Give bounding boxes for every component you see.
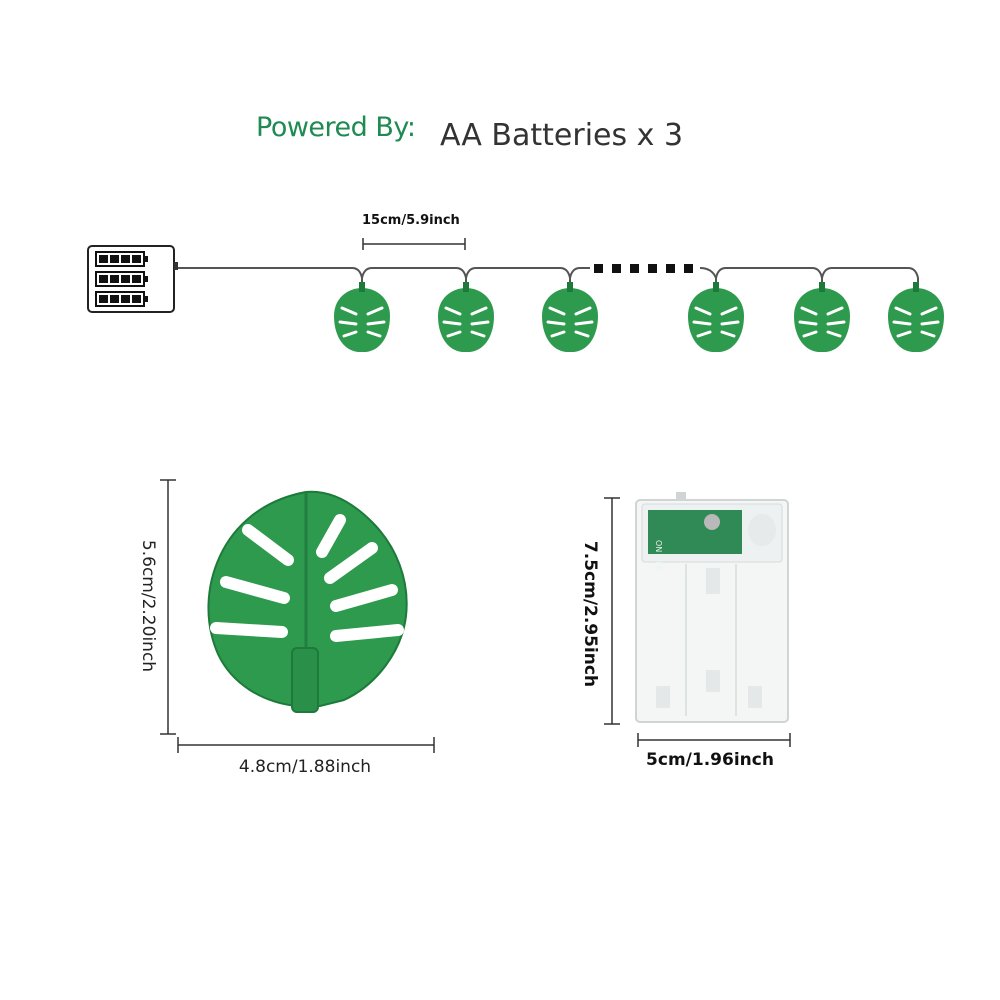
box-width-label: 5cm/1.96inch	[646, 750, 774, 770]
leaf-height-dimension-line	[160, 479, 176, 735]
powered-by-label: Powered By:	[256, 112, 416, 143]
leaf-light-6	[886, 280, 946, 354]
continuation-dots	[594, 264, 693, 273]
power-source-value: AA Batteries x 3	[440, 118, 684, 153]
leaf-light-5	[792, 280, 852, 354]
spacing-dimension-line	[362, 238, 466, 250]
leaf-width-label: 4.8cm/1.88inch	[238, 757, 372, 777]
large-leaf-icon	[207, 490, 408, 713]
leaf-light-4	[686, 280, 746, 354]
leaf-light-2	[436, 280, 496, 354]
leaf-light-1	[332, 280, 392, 354]
battery-pack-icon	[87, 245, 178, 313]
battery-box-image	[635, 492, 789, 723]
leaf-width-dimension-line	[177, 737, 435, 753]
box-width-dimension-line	[637, 733, 791, 747]
leaf-height-label: 5.6cm/2.20inch	[138, 539, 158, 673]
spacing-dimension-label: 15cm/5.9inch	[362, 213, 460, 228]
box-height-label: 7.5cm/2.95inch	[580, 540, 600, 688]
light-string-wire	[178, 267, 919, 282]
leaf-light-3	[540, 280, 600, 354]
switch-label: ON OFF	[654, 540, 663, 571]
box-height-dimension-line	[604, 497, 620, 725]
